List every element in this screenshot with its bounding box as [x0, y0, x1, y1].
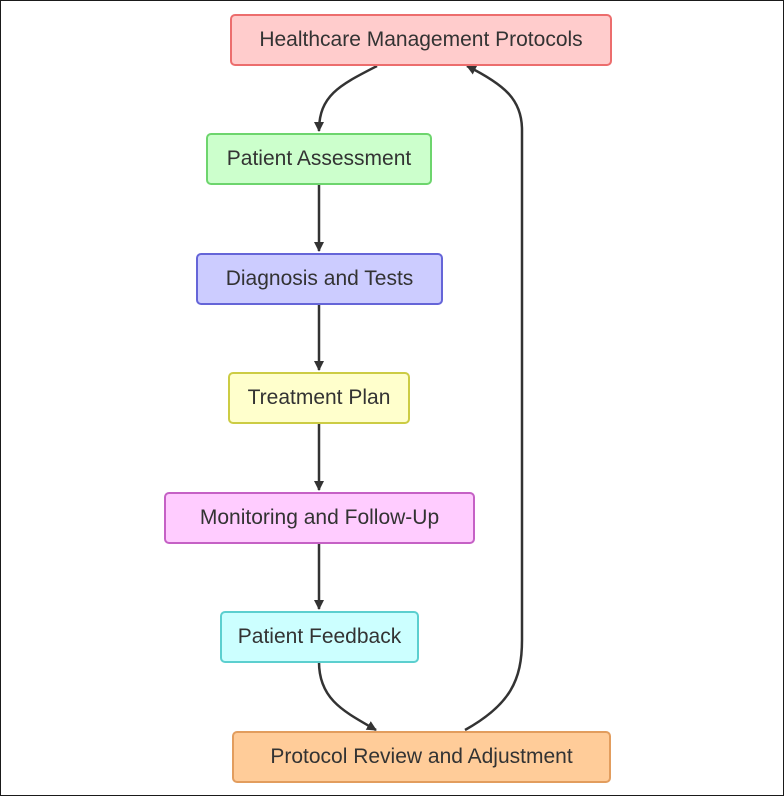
edge-review-to-protocols: [464, 64, 524, 732]
node-monitoring-and-follow-up: Monitoring and Follow-Up: [164, 492, 475, 544]
edge-protocols-to-assessment: [314, 64, 378, 132]
node-healthcare-management-protocols: Healthcare Management Protocols: [230, 14, 612, 66]
node-diagnosis-and-tests: Diagnosis and Tests: [196, 253, 443, 305]
node-patient-feedback: Patient Feedback: [220, 611, 419, 663]
edge-feedback-to-review: [317, 661, 377, 732]
node-protocol-review-and-adjustment: Protocol Review and Adjustment: [232, 731, 611, 783]
node-treatment-plan: Treatment Plan: [228, 372, 410, 424]
node-patient-assessment: Patient Assessment: [206, 133, 432, 185]
